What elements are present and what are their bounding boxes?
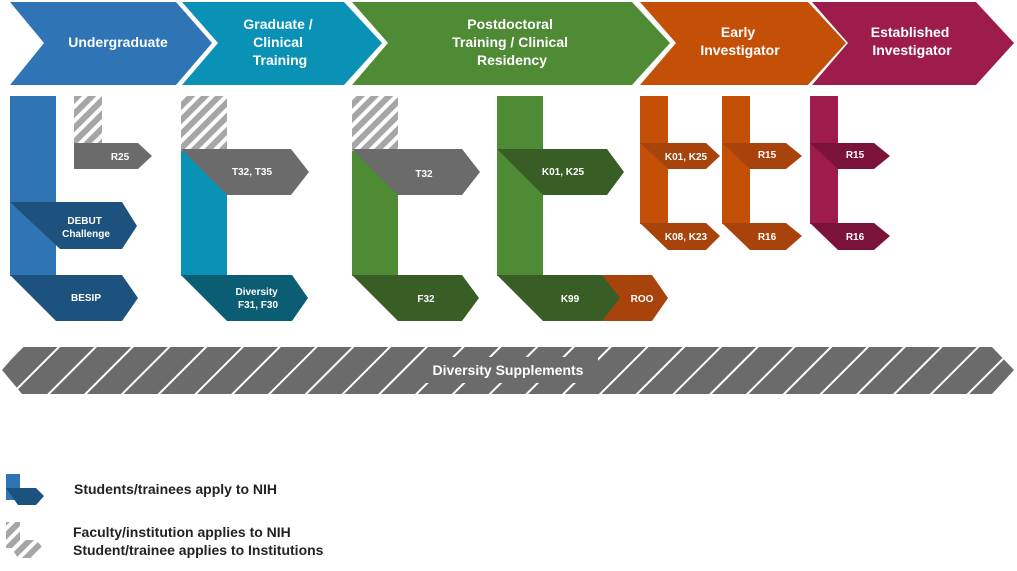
program-label-line: F31, F30 — [238, 300, 278, 311]
program-arrow-r16 — [722, 223, 802, 250]
stage-label-line: Early — [721, 24, 755, 40]
program-label-ei-r15: R15 — [758, 150, 777, 161]
program-arrow-diversity-f31-f30 — [181, 275, 308, 321]
program-arrow-k01-k25 — [497, 149, 624, 195]
program-label-f32: F32 — [417, 294, 435, 305]
program-label-k99: K99 — [561, 294, 580, 305]
program-arrow-r16 — [810, 223, 890, 250]
program-arrow-t32 — [352, 149, 480, 195]
graduate-programs: T32, T35 Diversity F31, F30 — [181, 96, 309, 321]
program-arrow-debut-challenge — [10, 202, 137, 249]
program-label-ei-k01-k25: K01, K25 — [665, 152, 708, 163]
program-label-besip: BESIP — [71, 293, 101, 304]
stage-chevron-early-investigator: Early Investigator — [640, 2, 846, 85]
undergraduate-programs: R25 DEBUT Challenge BESIP — [10, 96, 152, 321]
stage-label-line: Residency — [477, 52, 547, 68]
student-pathway-bar — [10, 96, 56, 276]
band-label: Diversity Supplements — [433, 362, 584, 378]
program-arrow-f32 — [352, 275, 479, 321]
program-label-es-r16: R16 — [846, 232, 865, 243]
program-label-debut-challenge: DEBUT Challenge — [62, 216, 110, 240]
stage-label-graduate: Graduate / Clinical Training — [243, 16, 316, 68]
institution-pathway-bar — [74, 96, 102, 144]
program-arrow-k08-k23 — [640, 223, 720, 250]
postdoctoral-programs-training: T32 F32 — [352, 96, 480, 321]
stage-chevron-established-investigator: Established Investigator — [812, 2, 1014, 85]
program-label-r00: ROO — [631, 294, 654, 305]
stage-chevron-postdoctoral: Postdoctoral Training / Clinical Residen… — [352, 2, 670, 85]
chevron-shape — [10, 2, 212, 85]
program-label-line: Diversity — [235, 287, 278, 298]
legend-students-apply: Students/trainees apply to NIH — [74, 481, 278, 497]
stage-label-line: Training / Clinical — [452, 34, 568, 50]
chevron-shape — [812, 2, 1014, 85]
program-arrow-r25 — [74, 143, 152, 169]
program-label-es-r15: R15 — [846, 150, 865, 161]
band-label-backdrop — [418, 357, 598, 383]
institution-pathway-bar — [181, 96, 227, 151]
chevron-shape — [352, 2, 670, 85]
stage-label-line: Postdoctoral — [467, 16, 553, 32]
program-label-t32: T32 — [415, 169, 433, 180]
program-label-ei-k08-k23: K08, K23 — [665, 232, 708, 243]
legend-icon-student — [6, 474, 44, 505]
program-label-k01-k25: K01, K25 — [542, 167, 585, 178]
institution-pathway-bar — [352, 96, 398, 151]
stage-label-early-investigator: Early Investigator — [700, 24, 780, 58]
program-label-ei-r16: R16 — [758, 232, 777, 243]
stage-label-line: Investigator — [700, 42, 780, 58]
early-investigator-programs: K01, K25 K08, K23 R15 R16 — [640, 96, 802, 250]
stage-label-line: Undergraduate — [68, 34, 168, 50]
chevron-shape — [640, 2, 846, 85]
stage-chevron-undergraduate: Undergraduate — [10, 2, 212, 85]
legend-faculty-apply: Faculty/institution applies to NIH — [73, 524, 291, 540]
program-arrow-k99 — [497, 275, 626, 321]
program-arrow-r00 — [602, 275, 668, 321]
program-label-line: Challenge — [62, 229, 110, 240]
program-label-line: DEBUT — [67, 216, 101, 227]
legend-icon-arrow — [6, 540, 44, 558]
stage-label-line: Training — [253, 52, 307, 68]
stage-label-established-investigator: Established Investigator — [871, 24, 953, 58]
legend-student-institution: Student/trainee applies to Institutions — [73, 542, 324, 558]
program-arrow-k01-k25 — [640, 143, 720, 169]
legend-icon-institution — [6, 522, 44, 558]
stage-chevron-graduate: Graduate / Clinical Training — [182, 2, 382, 85]
stage-label-line: Clinical — [253, 34, 303, 50]
stage-label-line: Established — [871, 24, 950, 40]
program-arrow-r15 — [810, 143, 890, 169]
program-label-diversity-f31-f30: Diversity F31, F30 — [235, 287, 280, 311]
program-label-r25: R25 — [111, 152, 130, 163]
stage-label-undergraduate: Undergraduate — [68, 34, 168, 50]
postdoctoral-programs-career: K01, K25 K99 ROO — [497, 96, 668, 321]
program-arrow-r15 — [722, 143, 802, 169]
program-arrow-besip — [10, 275, 138, 321]
diversity-supplements-band: Diversity Supplements — [2, 347, 1014, 394]
program-arrow-t32-t35 — [181, 149, 309, 195]
legend-icon-arrow — [6, 488, 44, 505]
stage-label-line: Investigator — [872, 42, 952, 58]
program-label-t32-t35: T32, T35 — [232, 167, 272, 178]
chevron-shape — [182, 2, 382, 85]
stage-label-line: Graduate / — [243, 16, 312, 32]
stage-label-postdoctoral: Postdoctoral Training / Clinical Residen… — [452, 16, 572, 68]
established-investigator-programs: R15 R16 — [810, 96, 890, 250]
